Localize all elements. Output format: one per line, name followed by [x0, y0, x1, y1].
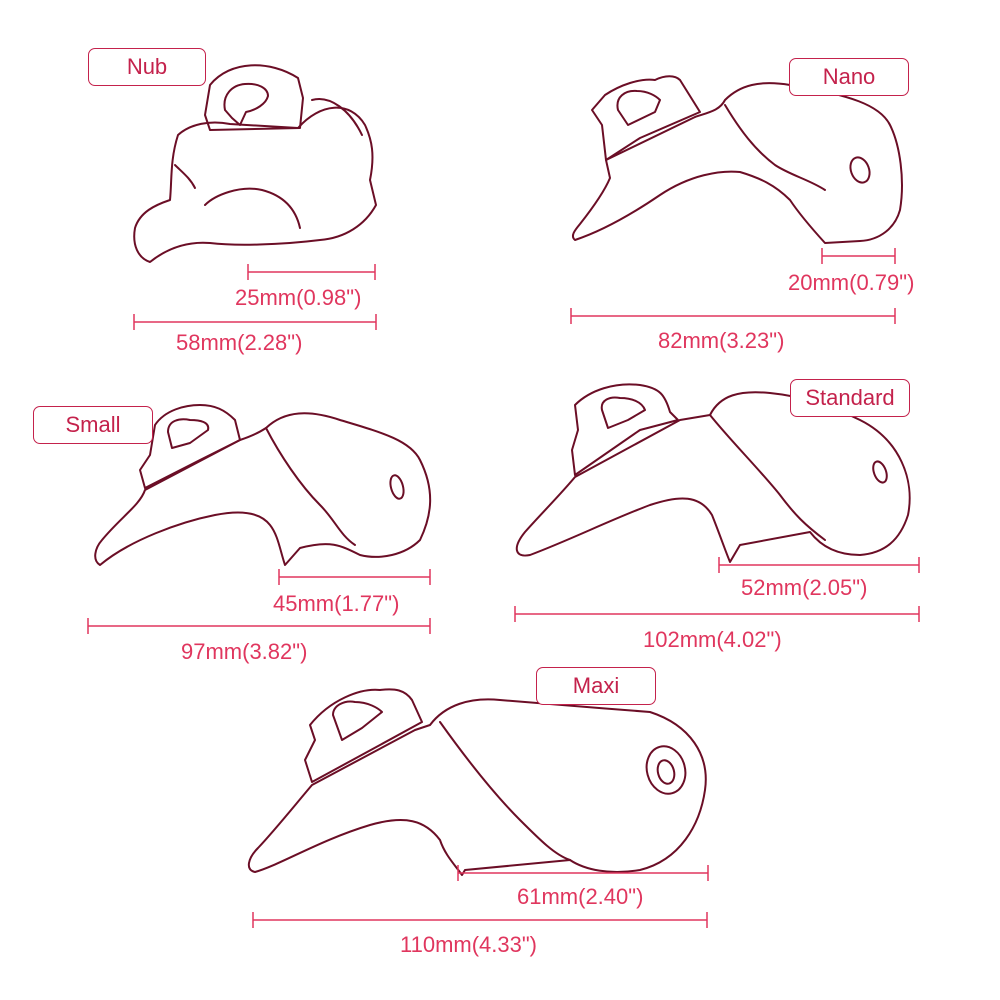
standard-total-length: 102mm(4.02")	[643, 627, 782, 652]
standard-inner-length: 52mm(2.05")	[741, 575, 868, 600]
nano-drawing	[571, 75, 903, 244]
label-small: Small	[33, 406, 153, 444]
small-total-length: 97mm(3.82")	[181, 639, 308, 664]
label-nub: Nub	[88, 48, 206, 86]
label-nub-text: Nub	[126, 54, 168, 79]
nub-total-length: 58mm(2.28")	[176, 330, 303, 355]
label-standard: Standard	[790, 379, 910, 417]
label-small-text: Small	[65, 412, 121, 437]
label-maxi-text: Maxi	[572, 673, 620, 698]
small-drawing	[94, 404, 432, 566]
nano-total-length: 82mm(3.23")	[658, 328, 785, 353]
nub-inner-length: 25mm(0.98")	[235, 285, 362, 310]
label-maxi: Maxi	[536, 667, 656, 705]
maxi-total-length: 110mm(4.33")	[400, 932, 538, 957]
label-standard-text: Standard	[805, 385, 895, 410]
nano-inner-length: 20mm(0.79")	[788, 270, 915, 295]
small-inner-length: 45mm(1.77")	[273, 591, 400, 616]
maxi-inner-length: 61mm(2.40")	[517, 884, 644, 909]
nub-drawing	[133, 64, 377, 263]
label-nano: Nano	[789, 58, 909, 96]
maxi-drawing	[247, 688, 707, 876]
label-nano-text: Nano	[822, 64, 876, 89]
